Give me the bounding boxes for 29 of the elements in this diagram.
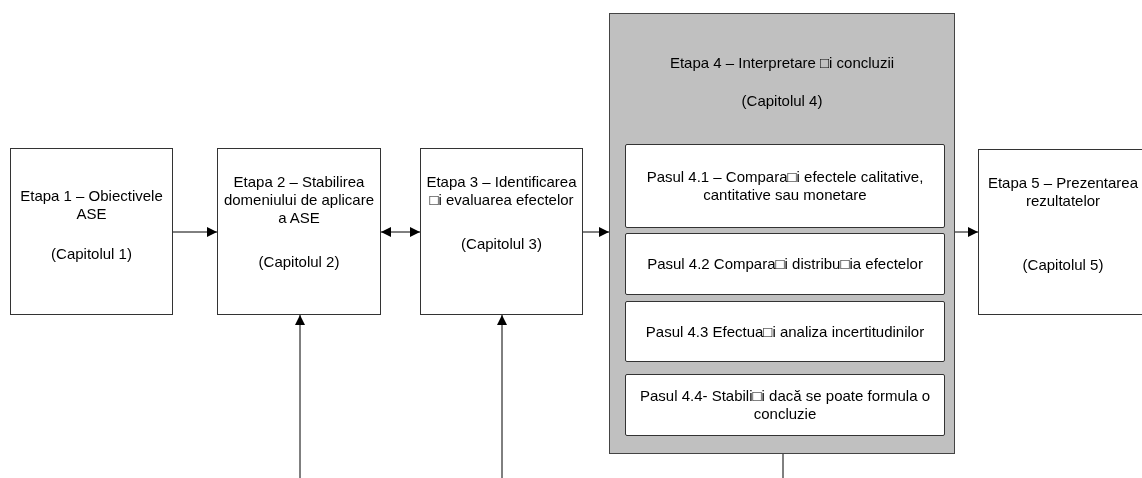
step-text: Pasul 4.4- Stabili□i dacă se poate formula o concluzie [638,387,932,423]
stage-box [10,148,173,315]
step-box [625,374,945,436]
arrow [954,227,979,237]
step-box [625,233,945,295]
step-box [625,144,945,228]
stage-box [978,149,1142,315]
stage-title: Etapa 5 – Prezentarea rezultatelor [986,174,1140,210]
chapter-reference: (Capitolul 5) [1022,256,1104,274]
stage-title: Etapa 4 – Interpretare □i concluzii [669,54,895,72]
stage-title: Etapa 1 – Obiectivele ASE [19,187,164,223]
chapter-reference: (Capitolul 3) [461,235,542,253]
chapter-reference: (Capitolul 2) [258,253,340,271]
stage-group-box [609,13,955,454]
arrow [582,227,610,237]
step-text: Pasul 4.3 Efectua□i analiza incertitudinilor [645,322,925,341]
step-text: Pasul 4.1 – Compara□i efectele calitative, cantitative sau monetare [645,168,925,204]
stage-title: Etapa 3 – Identificarea □i evaluarea efectelor [425,173,578,209]
arrow [295,314,305,478]
step-box [625,301,945,362]
arrow [172,227,218,237]
chapter-reference: (Capitolul 1) [51,245,132,263]
step-text: Pasul 4.2 Compara□i distribu□ia efectelor [647,255,923,273]
arrow [380,227,421,237]
stage-title: Etapa 2 – Stabilirea domeniului de aplicare a ASE [222,173,376,227]
stage-box [420,148,583,315]
stage-box [217,148,381,315]
chapter-reference: (Capitolul 4) [741,92,823,110]
arrow [497,314,507,478]
